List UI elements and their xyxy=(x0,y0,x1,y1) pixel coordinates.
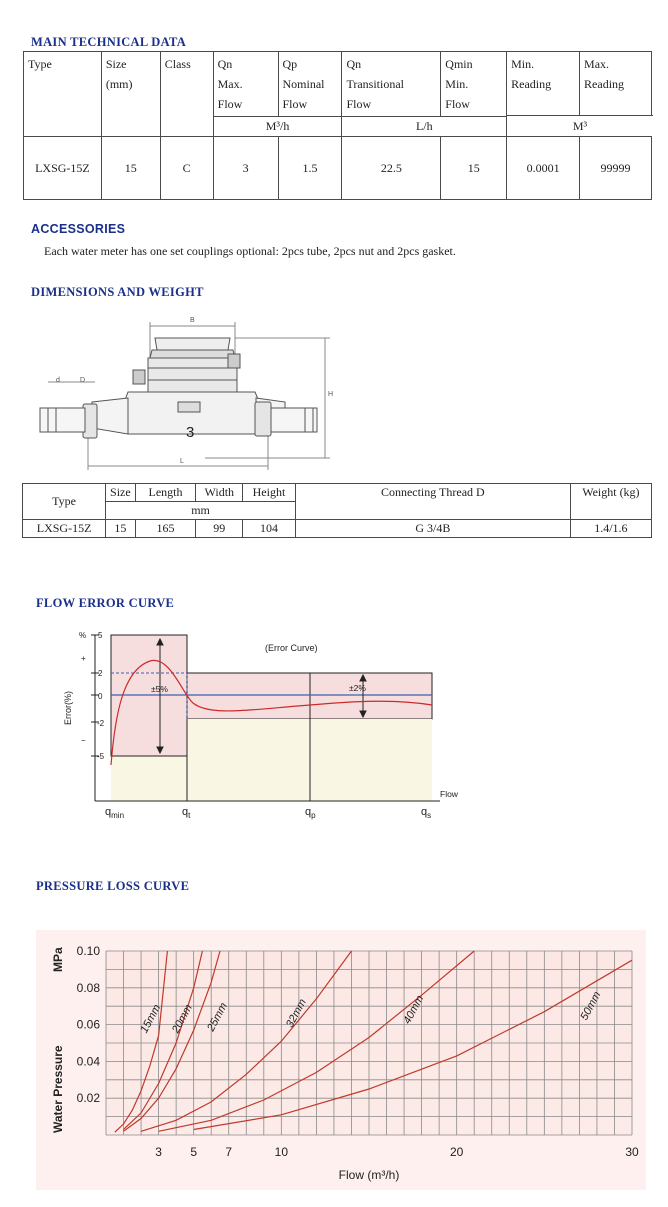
series-line-40mm xyxy=(158,950,475,1132)
ytick-2: 2 xyxy=(98,669,103,678)
dim-data-row: LXSG-15Z 15 165 99 104 G 3/4B 1.4/1.6 xyxy=(21,519,653,538)
dim-header-height: Height xyxy=(242,483,296,502)
dim-cell-length: 165 xyxy=(134,519,197,538)
x-tick-label: 30 xyxy=(625,1145,639,1159)
x-label-qp: qp xyxy=(305,806,316,820)
x-label-qmin: qmin xyxy=(105,806,124,820)
x-label-qt: qt xyxy=(182,806,191,820)
dim-cell-weight: 1.4/1.6 xyxy=(569,519,653,538)
spec-cell-qn-max: 3 xyxy=(212,136,279,200)
pressure-ylabel-main: Water Pressure xyxy=(51,1045,65,1133)
series-line-32mm xyxy=(140,950,352,1132)
ytick-0: 0 xyxy=(98,692,103,701)
band-low-label: ±5% xyxy=(151,684,168,694)
ytick-minus5: -5 xyxy=(97,752,105,761)
spec-cell-qn-transitional: 22.5 xyxy=(341,136,442,200)
x-label-qs: qs xyxy=(421,806,431,820)
spec-data-row: LXSG-15Z 15 C 3 1.5 22.5 15 0.0001 99999 xyxy=(23,136,652,200)
ytick-5: 5 xyxy=(98,631,103,640)
error-ylabel: Error(%) xyxy=(63,691,73,725)
spec-cell-min-reading: 0.0001 xyxy=(506,136,581,200)
meter-drawing: d D B H L 3 xyxy=(39,317,333,470)
series-line-25mm xyxy=(123,950,221,1132)
series-line-15mm xyxy=(114,950,168,1133)
spec-cell-qp: 1.5 xyxy=(277,136,343,200)
dim-cell-thread: G 3/4B xyxy=(294,519,571,538)
error-curve-diagram: (Error Curve) ±5% ±2% % + − 5 2 0 -2 -5 … xyxy=(63,631,459,820)
dim-header-thread: Connecting Thread D xyxy=(294,483,571,520)
drawing-label-B: B xyxy=(190,317,195,324)
dim-cell-size: 15 xyxy=(105,519,136,538)
dim-unit-mm: mm xyxy=(105,501,296,520)
dim-cell-width: 99 xyxy=(195,519,244,538)
dim-header-size: Size xyxy=(105,483,136,502)
x-tick-label: 3 xyxy=(155,1145,162,1159)
dimension-table: Type Size Length Width Height Connecting… xyxy=(21,483,653,538)
dim-header-weight: Weight (kg) xyxy=(569,483,653,520)
spec-unit-row: M³/h L/h xyxy=(24,116,652,137)
accessories-title: ACCESSORIES xyxy=(31,222,126,236)
error-curve-line xyxy=(110,659,433,766)
drawing-dial-number: 3 xyxy=(186,424,194,441)
pressure-xlabel: Flow (m³/h) xyxy=(339,1168,400,1182)
drawing-label-L: L xyxy=(180,458,184,465)
minus-label: − xyxy=(81,736,86,745)
x-tick-label: 5 xyxy=(190,1145,197,1159)
plus-label: + xyxy=(81,654,86,663)
flow-error-title: FLOW ERROR CURVE xyxy=(36,596,175,610)
x-tick-label: 7 xyxy=(225,1145,232,1159)
spec-cell-class: C xyxy=(159,136,214,200)
spec-cell-type: LXSG-15Z xyxy=(23,136,102,200)
y-tick-label: 0.02 xyxy=(77,1091,101,1105)
spec-unit-m3: M³ xyxy=(506,115,653,136)
pressure-ylabel-unit: MPa xyxy=(51,947,65,972)
x-tick-label: 10 xyxy=(275,1145,289,1159)
main-technical-data-title: MAIN TECHNICAL DATA xyxy=(31,35,187,49)
pressure-loss-title: PRESSURE LOSS CURVE xyxy=(36,879,190,893)
spec-unit-m3h: M³/h xyxy=(212,116,343,137)
band-high-label: ±2% xyxy=(349,683,366,693)
dim-header-type: Type xyxy=(21,483,107,520)
series-line-50mm xyxy=(193,959,633,1131)
spec-unit-lh: L/h xyxy=(341,116,508,137)
spec-cell-max-reading: 99999 xyxy=(579,136,652,200)
dim-header-width: Width xyxy=(195,483,244,502)
lower-region-low xyxy=(111,756,187,801)
spec-cell-qmin: 15 xyxy=(440,136,508,200)
flow-label: Flow xyxy=(440,789,459,799)
dim-header-row: Type Size Length Width Height Connecting… xyxy=(21,483,653,520)
drawing-label-H: H xyxy=(328,391,333,398)
ytick-minus2: -2 xyxy=(97,719,105,728)
spec-cell-size: 15 xyxy=(100,136,161,200)
dimensions-title: DIMENSIONS AND WEIGHT xyxy=(31,285,204,299)
accessories-text: Each water meter has one set couplings o… xyxy=(44,244,456,258)
dim-header-length: Length xyxy=(134,483,197,502)
drawing-label-D: D xyxy=(80,377,85,384)
percent-label: % xyxy=(79,631,86,640)
y-tick-label: 0.08 xyxy=(77,981,101,995)
drawing-label-d: d xyxy=(56,377,60,384)
y-tick-label: 0.04 xyxy=(77,1054,101,1068)
x-tick-label: 20 xyxy=(450,1145,464,1159)
dim-cell-type: LXSG-15Z xyxy=(21,519,107,538)
error-curve-title: (Error Curve) xyxy=(265,643,318,653)
dim-cell-height: 104 xyxy=(242,519,296,538)
spec-header-class: Class xyxy=(159,51,214,137)
y-tick-label: 0.10 xyxy=(77,944,101,958)
spec-header-size: Size(mm) xyxy=(100,51,161,137)
spec-header-type: Type xyxy=(23,51,102,137)
series-line-20mm xyxy=(123,950,203,1130)
y-tick-label: 0.06 xyxy=(77,1018,101,1032)
